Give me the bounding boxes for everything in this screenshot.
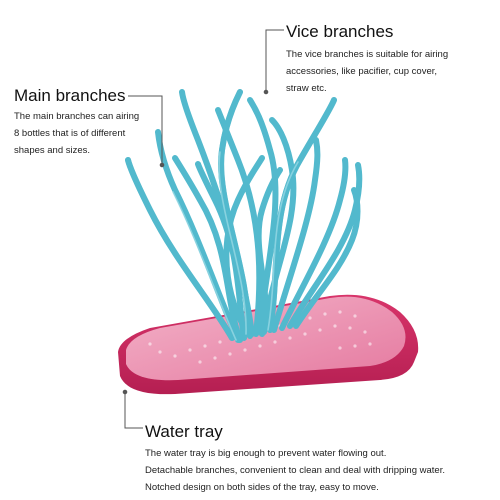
- vice-branches-title: Vice branches: [286, 22, 394, 41]
- branches: [125, 89, 363, 343]
- main-line-3: shapes and sizes.: [14, 145, 91, 156]
- water-tray-title: Water tray: [145, 422, 223, 441]
- main-branches-callout: Main branches The main branches can airi…: [14, 86, 174, 159]
- water-tray: [118, 294, 419, 395]
- tray-line-3: Notched design on both sides of the tray…: [145, 482, 379, 493]
- main-branches-description: The main branches can airing 8 bottles t…: [14, 108, 174, 159]
- vice-line-2: accessories, like pacifier, cup cover,: [286, 66, 438, 77]
- main-line-1: The main branches can airing: [14, 111, 140, 122]
- vice-line-1: The vice branches is suitable for airing: [286, 49, 449, 60]
- water-tray-description: The water tray is big enough to prevent …: [145, 445, 495, 496]
- vice-branches-callout: Vice branches The vice branches is suita…: [286, 22, 486, 97]
- vice-line-3: straw etc.: [286, 83, 327, 94]
- tray-line-1: The water tray is big enough to prevent …: [145, 448, 387, 459]
- vice-branches-description: The vice branches is suitable for airing…: [286, 46, 486, 97]
- tray-line-2: Detachable branches, convenient to clean…: [145, 465, 445, 476]
- main-branches-title: Main branches: [14, 86, 126, 105]
- main-line-2: 8 bottles that is of different: [14, 128, 126, 139]
- water-tray-callout: Water tray The water tray is big enough …: [145, 422, 495, 496]
